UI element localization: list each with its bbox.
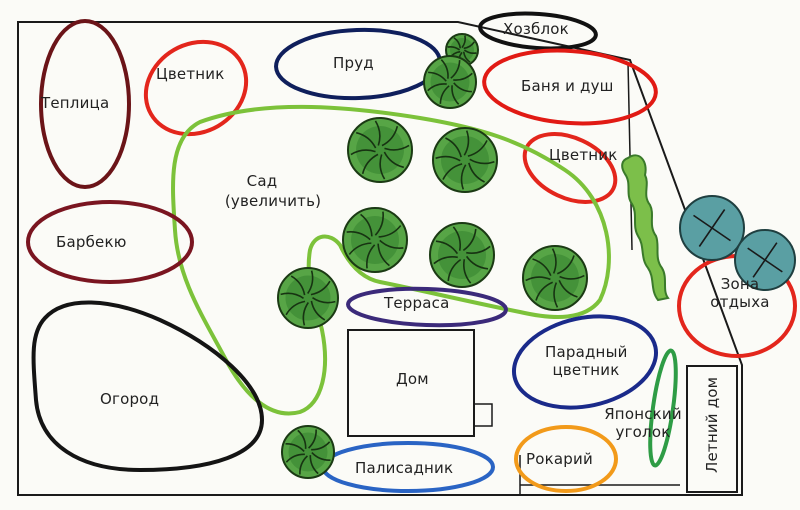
hozblok-outline <box>478 11 598 51</box>
hozblok-label: Хозблок <box>503 20 569 38</box>
zona-label-line1: Зона <box>720 275 760 293</box>
paradny-label: Парадный цветник <box>545 343 627 379</box>
yaponsky-label-line2: уголок <box>615 423 671 441</box>
sad-label-line2: (увеличить) <box>224 192 322 210</box>
tsvetnik-right-label: Цветник <box>549 146 618 164</box>
blue-tree-icon <box>679 195 745 261</box>
trees-layer <box>277 33 588 479</box>
tree-icon <box>522 245 588 311</box>
tree-icon <box>432 127 498 193</box>
tree-icon <box>429 222 495 288</box>
palisadnik-label: Палисадник <box>355 459 454 477</box>
paradny-label-line1: Парадный <box>545 343 628 361</box>
terrasa-outline <box>346 286 508 328</box>
property-boundary <box>17 21 743 496</box>
sad-label-line1: Сад <box>246 172 278 190</box>
dom-porch <box>473 403 493 427</box>
ogorod-outline <box>31 300 265 473</box>
dom-outline <box>347 329 475 437</box>
tree-icon <box>342 207 408 273</box>
tree-icon <box>277 267 339 329</box>
yaponsky-label-line1: Японский <box>604 405 682 423</box>
terrasa-label: Терраса <box>384 294 450 312</box>
paradny-label-line2: цветник <box>552 361 620 379</box>
letny-dom-outline <box>686 365 738 493</box>
tree-icon <box>423 55 477 109</box>
sad-label: Сад (увеличить) <box>223 172 323 210</box>
rokary-outline <box>514 425 618 493</box>
yaponsky-outline <box>648 348 678 468</box>
banya-label: Баня и душ <box>521 77 614 95</box>
teplitsa-outline <box>39 19 131 189</box>
zona-label-line2: отдыха <box>710 293 770 311</box>
barbekyu-label: Барбекю <box>56 233 127 251</box>
dom-label: Дом <box>396 370 429 388</box>
rokary-label: Рокарий <box>526 450 593 468</box>
yaponsky-label: Японский уголок <box>603 405 683 441</box>
tree-icon <box>281 425 335 479</box>
barbekyu-outline <box>26 200 194 284</box>
prud-label: Пруд <box>333 54 374 72</box>
blue-trees-layer <box>679 195 796 291</box>
tsvetnik-top-label: Цветник <box>156 65 225 83</box>
paradny-outline <box>511 314 659 410</box>
zona-label: Зона отдыха <box>706 275 774 311</box>
blue-tree-icon <box>734 229 796 291</box>
banya-outline <box>482 48 658 126</box>
teplitsa-label: Теплица <box>41 94 110 112</box>
ogorod-label: Огород <box>100 390 160 408</box>
tree-icon <box>347 117 413 183</box>
tsvetnik-top-outline <box>143 39 249 137</box>
hedge-shrub <box>621 154 670 302</box>
tsvetnik-right-outline <box>522 132 618 204</box>
letny-dom-label: Летний дом <box>703 376 721 473</box>
sad-outline <box>171 104 611 416</box>
